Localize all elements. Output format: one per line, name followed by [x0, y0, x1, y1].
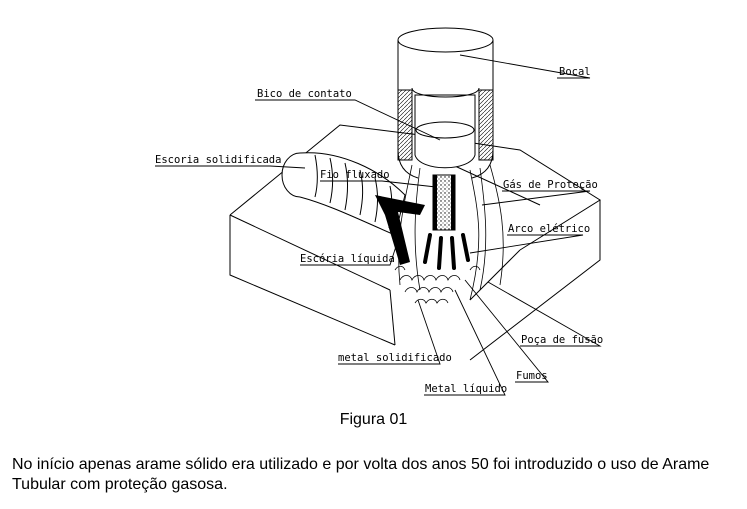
figure-caption: Figura 01 — [339, 411, 408, 428]
body-paragraph: No início apenas arame sólido era utiliz… — [12, 456, 710, 493]
shielding-gas-flow — [398, 164, 504, 301]
nozzle — [397, 27, 494, 179]
label-poca-de-fusao: Poça de fusão — [521, 334, 603, 346]
label-arco-eletrico: Arco elétrico — [508, 223, 590, 235]
label-metal-liquido: Metal líquido — [425, 383, 507, 395]
welding-diagram: Bocal Bico de contato Escoria solidifica… — [155, 27, 603, 396]
label-metal-solidificado: metal solidificado — [338, 352, 452, 364]
label-escoria-liquida: Escória líquida — [300, 253, 395, 265]
electric-arc — [423, 233, 470, 270]
contact-tip — [414, 94, 476, 169]
label-bico-de-contato: Bico de contato — [257, 88, 352, 100]
solidified-slag-bead — [281, 152, 406, 236]
flux-cored-wire — [432, 174, 456, 231]
label-bocal: Bocal — [559, 66, 591, 78]
leader-lines — [155, 54, 602, 396]
weld-pool — [394, 265, 481, 304]
label-fumos: Fumos — [516, 370, 548, 382]
label-escoria-solidificada: Escoria solidificada — [155, 154, 281, 166]
label-fio-fluxado: Fio fluxado — [320, 169, 390, 181]
label-gas-de-protecao: Gás de Proteção — [503, 179, 598, 191]
